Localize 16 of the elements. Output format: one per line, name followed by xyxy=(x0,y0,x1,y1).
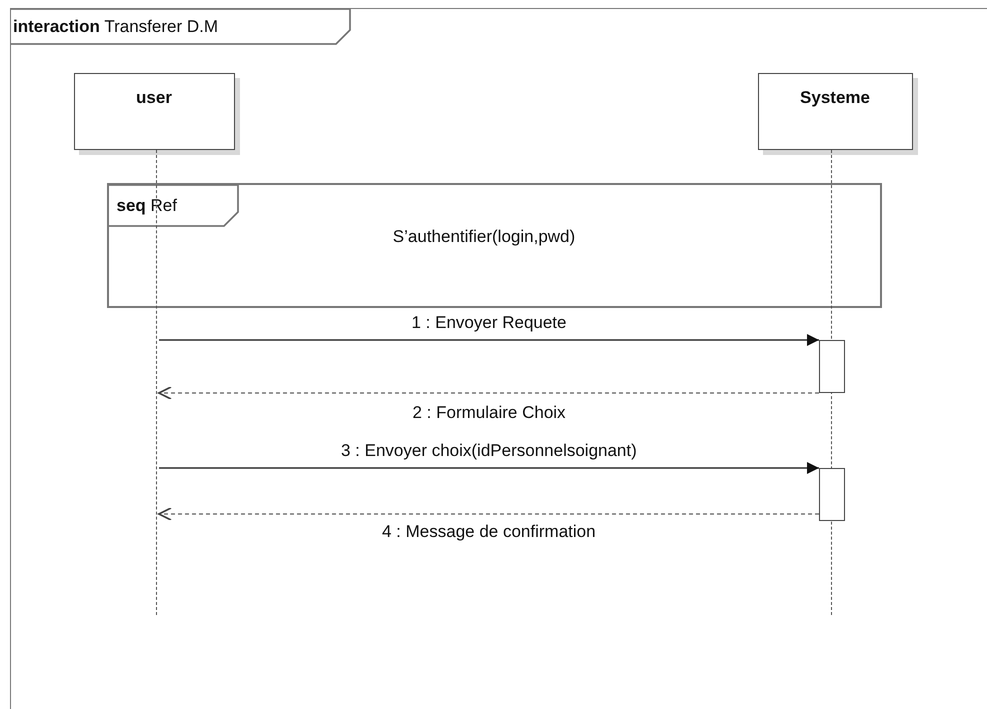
message-arrow xyxy=(159,462,819,474)
lifeline-name: user xyxy=(135,88,173,108)
message-label: 3 : Envoyer choix(idPersonnelsoignant) xyxy=(339,441,639,461)
ref-frame xyxy=(106,182,882,308)
activation-bar xyxy=(818,468,844,520)
return-message-arrow xyxy=(158,507,819,521)
frame-title: seq Ref xyxy=(116,196,177,216)
lifeline xyxy=(156,150,158,614)
frame-title: interaction Transferer D.M xyxy=(13,17,218,37)
message-arrow xyxy=(159,334,819,346)
interaction-reference: S’authentifier(login,pwd) xyxy=(392,226,576,246)
activation-bar xyxy=(818,340,844,392)
return-message-arrow xyxy=(158,386,819,400)
lifeline-name: Systeme xyxy=(799,88,871,108)
interaction-frame xyxy=(10,8,987,709)
message-label: 1 : Envoyer Requete xyxy=(410,313,568,333)
